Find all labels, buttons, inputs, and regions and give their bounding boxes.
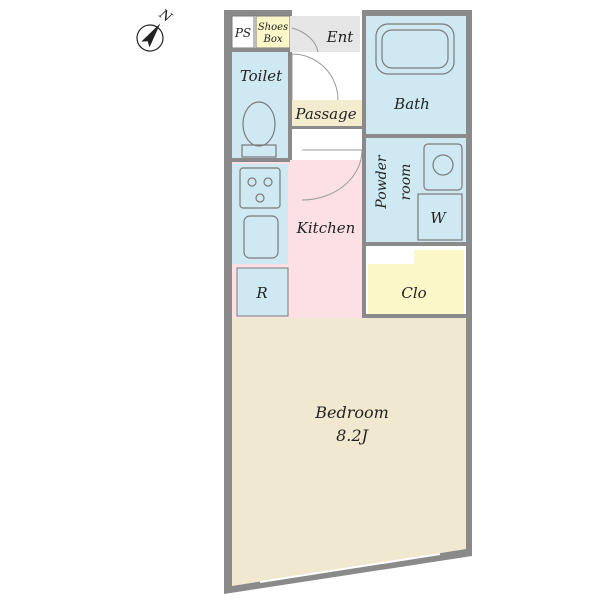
kitchen-door-swing	[301, 149, 363, 201]
passage-area	[290, 100, 362, 128]
powder-room-label-line1: Powder	[374, 154, 390, 210]
wall-west	[224, 10, 232, 592]
toilet-bowl-icon	[242, 101, 276, 147]
wall-north-right	[362, 10, 472, 16]
closet-area	[368, 250, 464, 314]
bath-area	[366, 16, 466, 136]
toilet-label: Toilet	[240, 67, 283, 85]
room-labels: PS Shoes Box Ent Toilet Passage Bath Pow…	[234, 22, 447, 445]
room-fills	[231, 15, 466, 586]
bedroom-window	[259, 553, 441, 583]
entrance-area	[290, 16, 360, 52]
entrance-door-swing	[291, 53, 339, 101]
sink-icon	[423, 143, 463, 191]
kitchen-counter	[232, 164, 288, 264]
bedroom-area	[232, 318, 466, 586]
shoes-box-label-line2: Box	[262, 34, 282, 45]
shoes-box-label-line1: Shoes	[258, 22, 288, 33]
ps-label: PS	[234, 26, 251, 40]
wall-east	[466, 10, 472, 555]
kitchen-label: Kitchen	[296, 219, 356, 237]
bath-label: Bath	[393, 95, 430, 113]
compass-north-label: N	[155, 6, 174, 26]
closet-label: Clo	[401, 284, 426, 302]
washer-space-icon	[417, 193, 463, 241]
toilet-area	[232, 52, 290, 160]
toilet-tank-icon	[241, 144, 277, 158]
refrigerator-label: R	[255, 284, 267, 302]
bathtub-icon	[375, 23, 455, 75]
entrance-label: Ent	[326, 28, 355, 46]
refrigerator-area	[236, 267, 289, 317]
passage-label: Passage	[294, 105, 356, 123]
interior-walls	[232, 16, 466, 318]
kitchen-sink-icon	[243, 215, 279, 259]
washer-label: W	[430, 209, 447, 227]
fixtures	[239, 23, 463, 259]
bedroom-size-label: 8.2J	[336, 426, 369, 445]
bedroom-label: Bedroom	[314, 403, 389, 422]
front-door-swing	[291, 27, 319, 53]
stove-icon	[239, 167, 281, 209]
wall-north-left	[224, 10, 292, 16]
compass-arrow-icon	[141, 23, 161, 48]
powder-room-label-line2: room	[398, 164, 414, 201]
compass: N	[136, 6, 175, 52]
